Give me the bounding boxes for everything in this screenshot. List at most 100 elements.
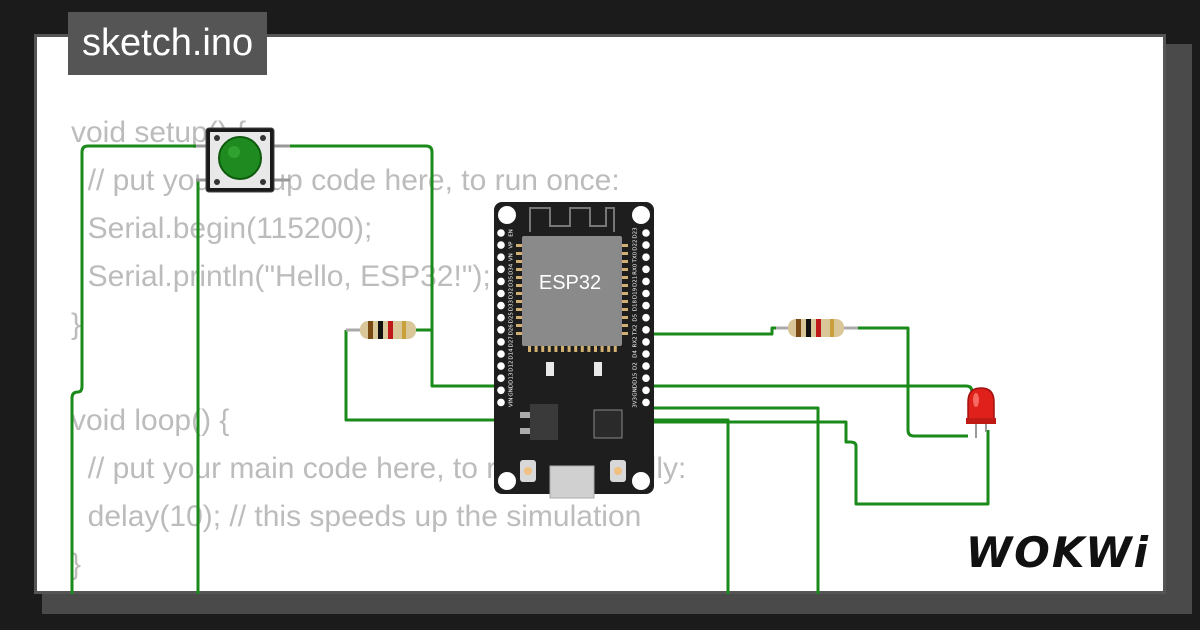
chip-pad (622, 276, 628, 279)
pin-right-d15[interactable] (642, 374, 650, 383)
chip-pad (547, 346, 551, 352)
chip-pad (574, 346, 578, 352)
pin-right-d23[interactable] (642, 229, 650, 237)
pin-right-d5[interactable] (642, 313, 650, 322)
pin-label: D2 (633, 362, 639, 370)
chip-pad (516, 244, 522, 247)
chip-pad (622, 244, 628, 247)
mount-hole (632, 472, 650, 490)
pin-left-d35[interactable] (497, 277, 505, 286)
chip-pad (534, 346, 538, 352)
pin-label: D21 (633, 276, 639, 287)
chip-pins (528, 346, 617, 352)
pin-left-d14[interactable] (497, 350, 505, 358)
chip-pad (528, 346, 531, 352)
code-line: } (71, 548, 82, 581)
wire (276, 144, 974, 410)
pin-label: D33 (509, 299, 515, 311)
pin-right-d19[interactable] (642, 289, 650, 298)
chip-pad (622, 300, 628, 303)
pin-right-tx2[interactable] (642, 326, 650, 334)
pin-left-d13[interactable] (497, 374, 505, 383)
pin-right-d18[interactable] (642, 301, 650, 310)
chip-pad (622, 252, 628, 255)
pin-label: D27 (509, 336, 515, 348)
code-line: } (71, 308, 82, 341)
pin-label: TX2 (633, 324, 639, 336)
pin-right-gnd[interactable] (642, 386, 650, 395)
wire (344, 330, 500, 422)
antenna (529, 207, 615, 232)
chip-pad (622, 316, 628, 319)
resistor-left[interactable] (346, 321, 416, 339)
chip-pad (622, 284, 628, 287)
chip-pad (516, 268, 522, 271)
chip-pad (516, 316, 522, 319)
pin-left-d27[interactable] (497, 338, 505, 346)
pin-label: D26 (509, 324, 515, 336)
pin-left-vin[interactable] (497, 398, 505, 407)
header-pins-left[interactable]: ENVPVND34D35D32D33D25D26D27D14D12D13GNDV… (497, 229, 515, 408)
pin-right-tx0[interactable] (642, 253, 650, 261)
pin-right-d2[interactable] (642, 362, 650, 370)
chip-pad (541, 346, 545, 352)
wire (644, 420, 990, 506)
chip-pad (600, 346, 604, 352)
pin-right-3v3[interactable] (642, 398, 650, 407)
pin-left-d34[interactable] (497, 265, 505, 274)
pin-label: D15 (633, 372, 639, 384)
chip-pad (622, 308, 628, 311)
pin-right-rx2[interactable] (642, 338, 650, 346)
button-cap (218, 136, 262, 180)
pin-left-en[interactable] (497, 229, 505, 237)
pin-left-gnd[interactable] (497, 386, 505, 395)
wire (196, 178, 276, 594)
chip-pad (622, 332, 628, 335)
pin-right-rx0[interactable] (642, 265, 650, 274)
pin-label: D13 (509, 372, 515, 384)
chip-pad (567, 346, 571, 352)
pin-label: EN (509, 229, 515, 237)
wire (644, 326, 790, 336)
pin-right-d21[interactable] (642, 277, 650, 286)
pin-label: GND (633, 384, 639, 397)
pin-label: RX0 (633, 263, 639, 275)
pin-right-d22[interactable] (642, 241, 650, 249)
pin-label: VP (509, 241, 515, 249)
pin-label: VIN (509, 398, 515, 408)
pin-label: D18 (633, 299, 639, 311)
pin-label: D34 (509, 263, 515, 275)
chip-pad (516, 252, 522, 255)
pin-label: RX2 (633, 336, 639, 347)
header-pins-right[interactable]: D23D22TX0RX0D21D19D18D5TX2RX2D4D2D15GND3… (633, 227, 650, 408)
pin-left-d33[interactable] (497, 301, 505, 310)
mount-hole (632, 206, 650, 224)
code-line: Serial.begin(115200); (71, 212, 373, 245)
chip-pad (554, 346, 558, 352)
resistor-right[interactable] (776, 319, 858, 337)
pin-left-d26[interactable] (497, 326, 505, 334)
code-line: Serial.println("Hello, ESP32!"); (71, 260, 491, 293)
pin-label: D5 (633, 313, 639, 321)
pin-left-d32[interactable] (497, 289, 505, 298)
pin-left-vp[interactable] (497, 241, 505, 249)
usb-chip (593, 409, 623, 439)
pin-left-vn[interactable] (497, 253, 505, 261)
pin-label: D12 (509, 360, 515, 371)
chip-pad (587, 346, 591, 352)
pin-label: D14 (509, 348, 515, 360)
led[interactable] (966, 387, 996, 438)
chip-pad (622, 268, 628, 271)
pin-label: D32 (509, 288, 515, 299)
pin-right-d4[interactable] (642, 350, 650, 358)
chip-pad (607, 346, 611, 352)
chip-pad (594, 346, 597, 352)
pin-left-d25[interactable] (497, 313, 505, 322)
chip-pad (516, 332, 522, 335)
pin-label: D23 (633, 227, 639, 239)
mount-hole (498, 206, 516, 224)
sketch-filename-tab: sketch.ino (68, 12, 268, 75)
esp32-board[interactable]: ESP32 ENVPVND34D35D32D33D25D26D27D14D12D… (494, 202, 654, 499)
pushbutton[interactable] (196, 127, 290, 193)
pin-left-d12[interactable] (497, 362, 505, 370)
